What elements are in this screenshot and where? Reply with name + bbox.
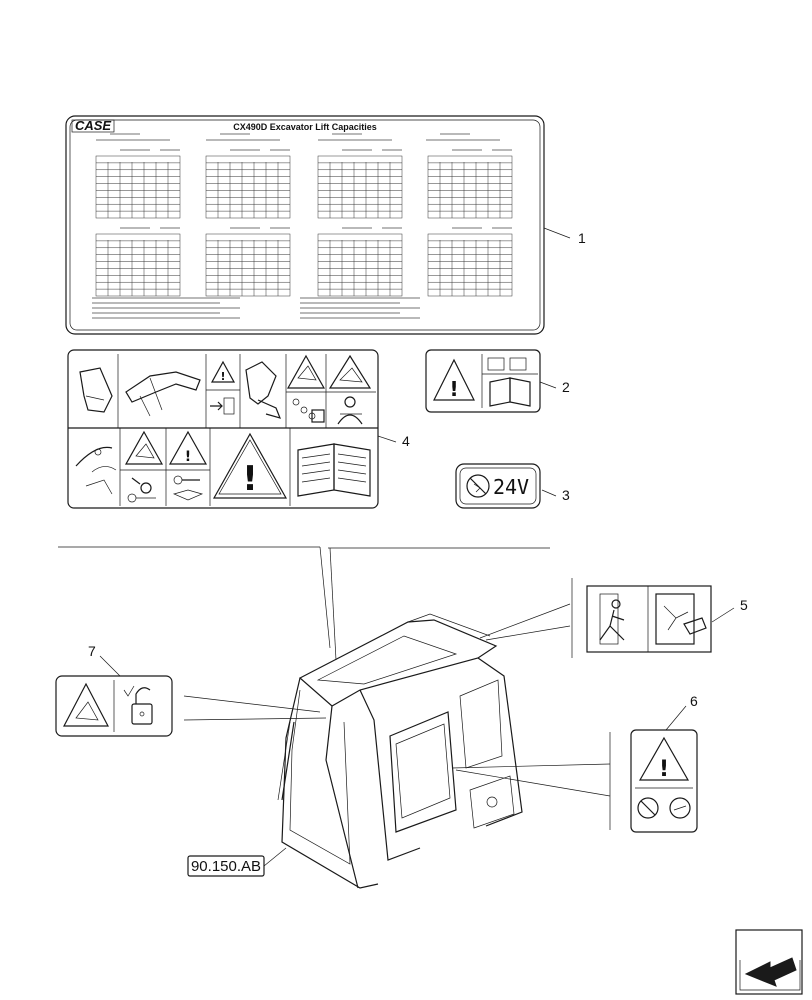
callout-4: 4 xyxy=(402,433,410,449)
case-logo-text: CASE xyxy=(75,118,111,133)
no-spark-icon xyxy=(466,474,490,498)
callout-7: 7 xyxy=(88,643,96,659)
no-spark-icon xyxy=(637,797,659,819)
lock-key-icon xyxy=(127,477,156,503)
lift-table xyxy=(205,149,291,219)
lift-table xyxy=(427,227,513,297)
lift-capacity-decal[interactable]: CASE CX490D Excavator Lift Capacities xyxy=(65,115,545,335)
crush-unlock-decal[interactable] xyxy=(55,675,173,737)
warning-triangle-icon-2: ! xyxy=(168,430,208,465)
cab-illustration xyxy=(277,613,523,889)
reference-label[interactable]: 90.150.AB xyxy=(187,855,265,877)
warning-triangle-icon-large: ! xyxy=(212,432,288,499)
svg-text:!: ! xyxy=(220,370,225,383)
emergency-exit-decal[interactable] xyxy=(586,585,712,653)
lift-chart-title: CX490D Excavator Lift Capacities xyxy=(233,122,377,132)
callout-5: 5 xyxy=(740,597,748,613)
lift-table xyxy=(205,227,291,297)
lift-table xyxy=(95,227,181,297)
hand-crush-icon-2 xyxy=(328,354,372,389)
bucket-icon xyxy=(79,367,113,413)
warning-triangle-icon: ! xyxy=(638,736,690,782)
callout-6: 6 xyxy=(690,693,698,709)
unlock-icon xyxy=(123,685,153,725)
hammer-glass-icon xyxy=(655,593,707,645)
manual-book-icon xyxy=(489,377,531,407)
arrow-door-icon xyxy=(210,397,235,415)
operator-boom-icon xyxy=(75,446,117,495)
manual-book-icon xyxy=(297,443,371,497)
warning-triangle-icon: ! xyxy=(433,358,475,401)
svg-text:!: ! xyxy=(185,449,191,465)
seatbelt-icon xyxy=(337,396,363,425)
warning-manual-decal[interactable]: ! xyxy=(425,349,541,413)
key-manual-icon xyxy=(172,475,204,501)
case-logo: CASE xyxy=(71,118,115,133)
hand-crush-icon xyxy=(286,354,326,389)
lift-table xyxy=(317,149,403,219)
voltage-text: 24V xyxy=(493,475,529,499)
lift-table xyxy=(317,227,403,297)
boom-arm-icon xyxy=(125,371,201,417)
warning-battery-decal[interactable]: ! xyxy=(630,729,698,833)
lift-table xyxy=(427,149,513,219)
svg-text:!: ! xyxy=(242,459,258,499)
lift-tables xyxy=(95,149,513,297)
arm-cab-icon xyxy=(245,361,282,419)
emergency-exit-icon xyxy=(599,593,625,645)
voltage-decal[interactable]: 24V xyxy=(455,463,541,509)
svg-text:!: ! xyxy=(449,377,458,401)
hand-crush-icon xyxy=(63,682,109,727)
callout-1: 1 xyxy=(578,230,586,246)
callouts: 1 2 3 4 5 6 7 xyxy=(88,230,748,709)
pictogram-decal[interactable]: ! xyxy=(67,349,379,509)
svg-text:!: ! xyxy=(659,757,669,782)
warning-triangle-icon: ! xyxy=(210,360,236,383)
callout-3: 3 xyxy=(562,487,570,503)
crush-warning-icon xyxy=(124,430,164,465)
reference-label-text: 90.150.AB xyxy=(191,858,261,875)
leader-lines xyxy=(58,227,735,867)
battery-icon xyxy=(669,797,691,819)
controls-icon xyxy=(487,357,527,371)
page-turn-arrow-icon[interactable] xyxy=(735,929,803,995)
lift-table xyxy=(95,149,181,219)
lift-notes xyxy=(92,133,500,319)
key-sequence-icon xyxy=(292,398,325,423)
callout-2: 2 xyxy=(562,379,570,395)
